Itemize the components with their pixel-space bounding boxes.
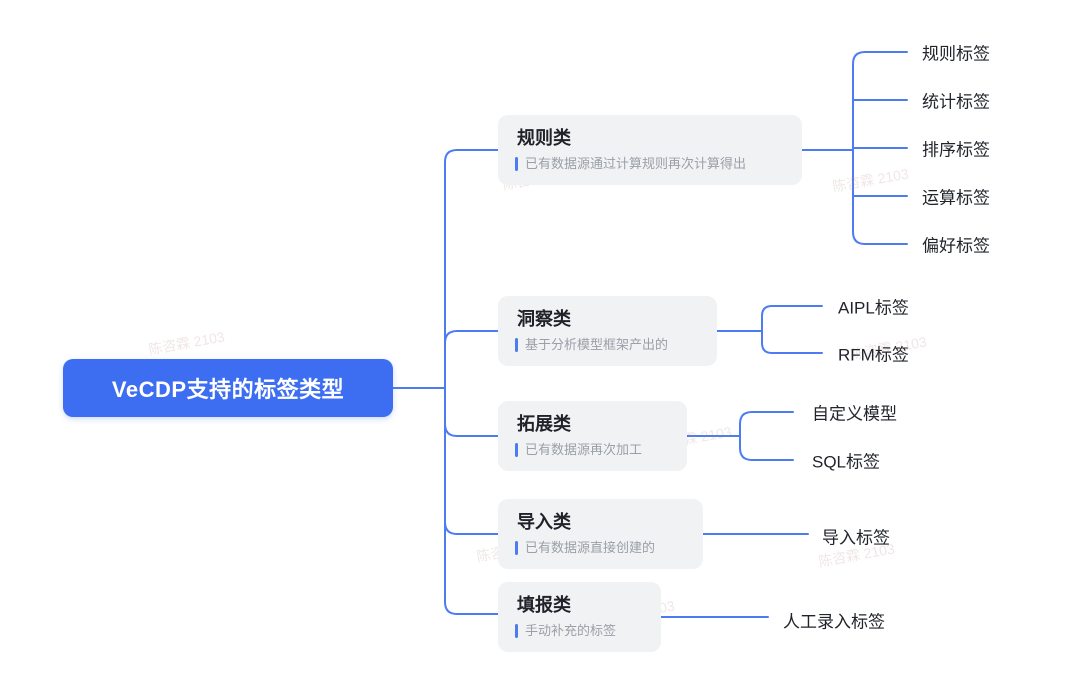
connector-branch-fill bbox=[444, 387, 499, 615]
subtitle-accent-bar bbox=[515, 442, 518, 457]
subtitle-accent-bar bbox=[515, 156, 518, 171]
category-title: 拓展类 bbox=[517, 414, 571, 434]
category-title: 规则类 bbox=[517, 128, 571, 148]
category-subtitle-row: 手动补充的标签 bbox=[515, 622, 661, 639]
category-subtitle-row: 已有数据源再次加工 bbox=[515, 441, 687, 458]
category-subtitle-row: 基于分析模型框架产出的 bbox=[515, 336, 717, 353]
category-node-extend[interactable]: 拓展类 已有数据源再次加工 bbox=[498, 401, 687, 471]
connector-rule-leaf-1 bbox=[852, 51, 908, 65]
leaf-node-pref-tag[interactable]: 偏好标签 bbox=[922, 236, 990, 256]
connector-insight-leaf-2 bbox=[761, 342, 823, 354]
leaf-node-custom-model[interactable]: 自定义模型 bbox=[812, 404, 897, 424]
connector-branch-rule bbox=[444, 149, 499, 389]
leaf-node-rule-tag[interactable]: 规则标签 bbox=[922, 44, 990, 64]
category-subtitle-row: 已有数据源通过计算规则再次计算得出 bbox=[515, 155, 802, 172]
leaf-node-manual-tag[interactable]: 人工录入标签 bbox=[783, 612, 885, 632]
subtitle-accent-bar bbox=[515, 540, 518, 555]
category-node-rule[interactable]: 规则类 已有数据源通过计算规则再次计算得出 bbox=[498, 115, 802, 185]
category-subtitle: 已有数据源直接创建的 bbox=[525, 540, 656, 555]
connector-branch-import bbox=[444, 387, 499, 535]
category-subtitle-row: 已有数据源直接创建的 bbox=[515, 539, 703, 556]
category-subtitle: 已有数据源通过计算规则再次计算得出 bbox=[525, 156, 747, 171]
category-title: 导入类 bbox=[517, 512, 571, 532]
category-node-insight[interactable]: 洞察类 基于分析模型框架产出的 bbox=[498, 296, 717, 366]
category-node-fill[interactable]: 填报类 手动补充的标签 bbox=[498, 582, 661, 652]
category-node-import[interactable]: 导入类 已有数据源直接创建的 bbox=[498, 499, 703, 569]
leaf-node-rfm-tag[interactable]: RFM标签 bbox=[838, 345, 909, 365]
connector-branch-insight bbox=[444, 330, 499, 389]
subtitle-accent-bar bbox=[515, 337, 518, 352]
leaf-node-import-tag[interactable]: 导入标签 bbox=[822, 528, 890, 548]
connector-extend-leaf-2 bbox=[739, 447, 794, 461]
category-subtitle: 基于分析模型框架产出的 bbox=[525, 337, 669, 352]
leaf-node-calc-tag[interactable]: 运算标签 bbox=[922, 188, 990, 208]
leaf-node-sort-tag[interactable]: 排序标签 bbox=[922, 140, 990, 160]
subtitle-accent-bar bbox=[515, 623, 518, 638]
connector-extend-leaf-1 bbox=[739, 411, 794, 425]
category-subtitle: 已有数据源再次加工 bbox=[525, 442, 643, 457]
connector-rule-leaf-5 bbox=[852, 231, 908, 245]
connector-branch-extend bbox=[444, 387, 499, 437]
root-node[interactable]: VeCDP支持的标签类型 bbox=[63, 359, 393, 417]
leaf-node-aipl-tag[interactable]: AIPL标签 bbox=[838, 298, 909, 318]
leaf-node-sql-tag[interactable]: SQL标签 bbox=[812, 452, 881, 472]
category-title: 填报类 bbox=[517, 595, 571, 615]
connector-insight-leaf-1 bbox=[761, 305, 823, 317]
category-title: 洞察类 bbox=[517, 309, 571, 329]
leaf-node-stat-tag[interactable]: 统计标签 bbox=[922, 92, 990, 112]
category-subtitle: 手动补充的标签 bbox=[525, 623, 617, 638]
